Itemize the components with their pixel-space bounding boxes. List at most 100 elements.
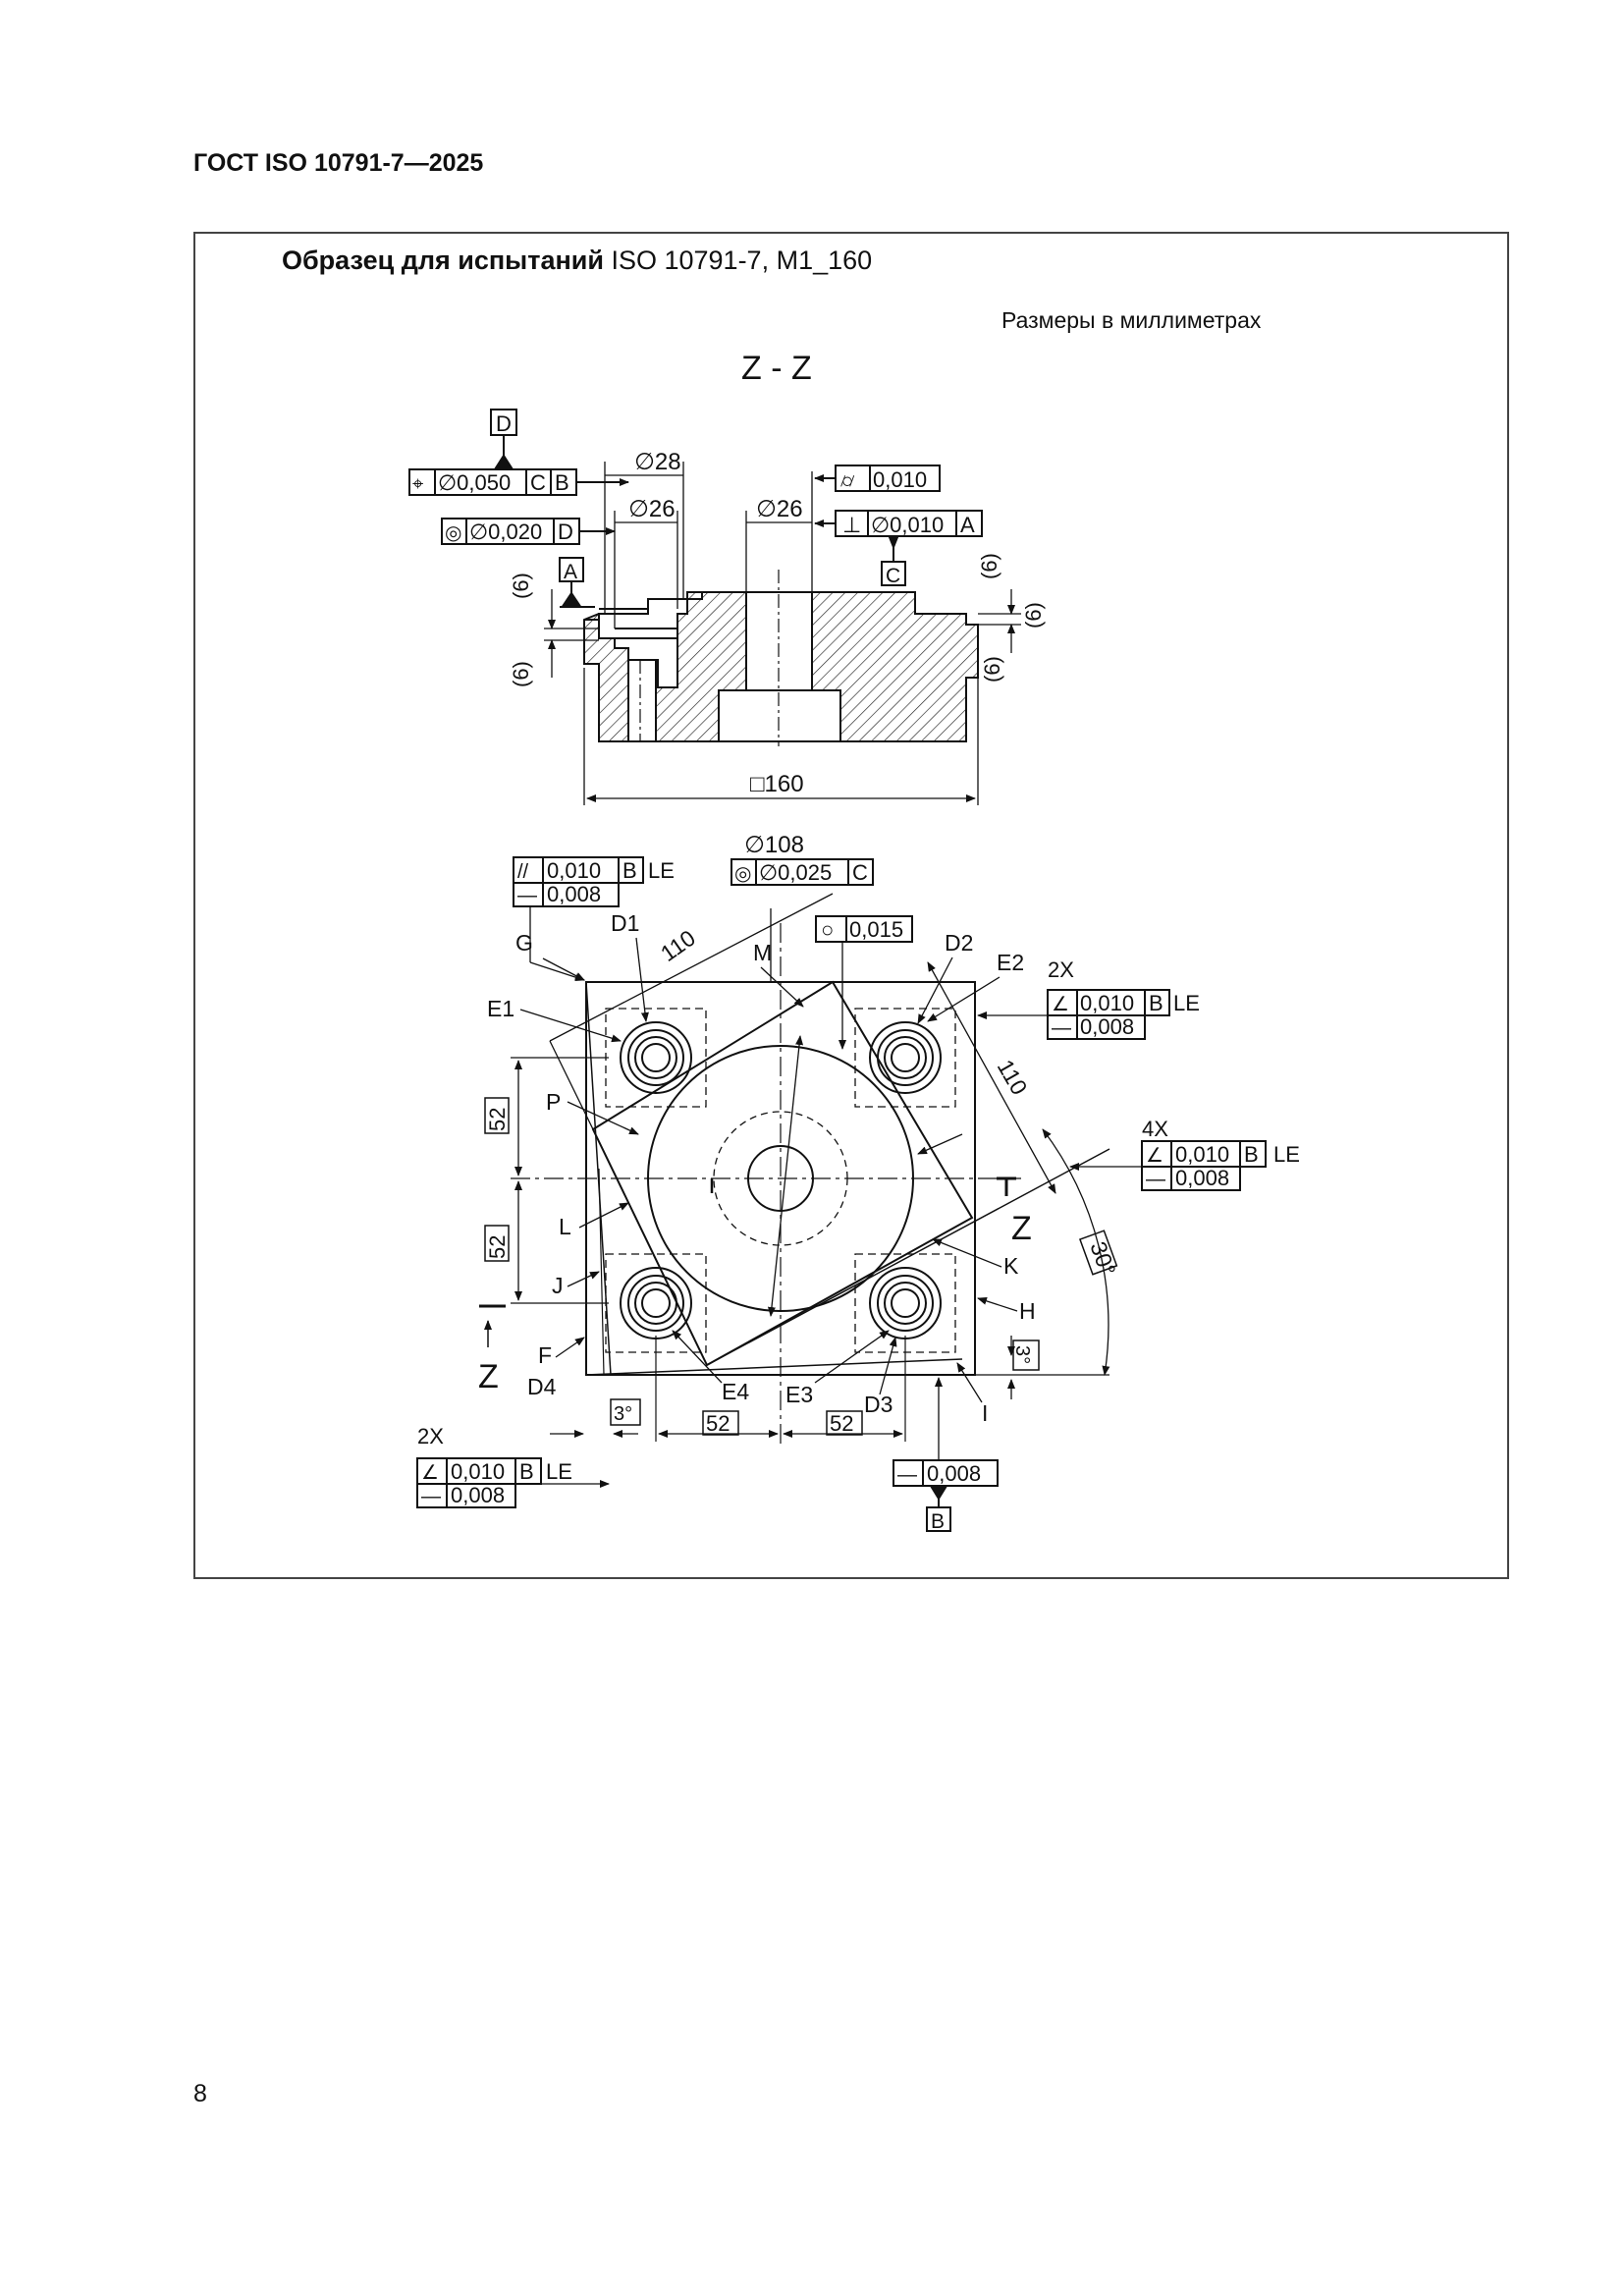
dim-52-bottom-right: 52: [826, 1410, 863, 1436]
dim-6-right-mid: (6): [1021, 602, 1046, 629]
svg-text:C: C: [530, 470, 546, 495]
svg-text:0,008: 0,008: [1080, 1014, 1134, 1039]
label-e4: E4: [722, 1379, 749, 1404]
fcf-right-2x-count: 2X: [1048, 957, 1074, 982]
label-p: P: [546, 1089, 561, 1115]
svg-text:0,015: 0,015: [849, 917, 903, 942]
dim-6-left-bottom: (6): [509, 661, 533, 687]
section-view: Z - Z D ⌖ ∅0,050 C B ◎: [408, 350, 1046, 805]
fcf-right-4x: ∠ 0,010 B LE — 0,008: [1141, 1140, 1300, 1191]
document-header: ГОСТ ISO 10791-7—2025: [193, 149, 484, 177]
svg-text:A: A: [960, 513, 975, 537]
label-f: F: [538, 1342, 552, 1368]
dim-d28: ∅28: [634, 449, 681, 475]
svg-text:—: —: [517, 885, 537, 906]
dim-6-right-top: (6): [977, 553, 1001, 579]
dim-d108: ∅108: [744, 832, 804, 858]
svg-text:B: B: [1244, 1142, 1259, 1167]
svg-text:LE: LE: [546, 1459, 572, 1484]
fcf-roundness: ○ 0,015: [815, 915, 913, 943]
label-d2: D2: [945, 930, 973, 956]
svg-text:0,010: 0,010: [547, 858, 601, 883]
svg-text:0,008: 0,008: [547, 882, 601, 906]
svg-text:LE: LE: [648, 858, 675, 883]
dim-52-bottom-left: 52: [702, 1410, 739, 1436]
datum-b: B: [931, 1510, 945, 1533]
svg-text:⌖: ⌖: [412, 473, 423, 495]
svg-text:52: 52: [485, 1235, 510, 1259]
dim-3deg-right: 3°: [1011, 1339, 1040, 1371]
bottom-pocket: [718, 689, 841, 742]
label-h: H: [1019, 1298, 1036, 1324]
svg-text:∠: ∠: [1052, 994, 1069, 1015]
dim-6-left-top: (6): [509, 573, 533, 599]
fcf-bottom: — 0,008: [893, 1459, 999, 1487]
svg-text:—: —: [421, 1486, 441, 1507]
section-mark-left: Z: [478, 1358, 499, 1395]
datum-c: C: [886, 565, 900, 587]
hole-d2: [869, 1021, 942, 1094]
svg-text:⌭: ⌭: [840, 470, 855, 492]
fcf-right-2x: ∠ 0,010 B LE — 0,008: [1047, 989, 1200, 1040]
fcf-straightness-top: — 0,008: [513, 882, 620, 907]
svg-text:∅0,050: ∅0,050: [438, 470, 511, 495]
fcf-parallel: // 0,010 B LE: [513, 856, 675, 884]
svg-text:B: B: [1149, 991, 1163, 1015]
svg-text:⊥: ⊥: [842, 513, 861, 537]
fcf-left-2x-count: 2X: [417, 1424, 444, 1449]
fcf-cylindricity: ⌭ 0,010: [835, 465, 941, 492]
fcf-position: ⌖ ∅0,050 C B: [408, 468, 577, 496]
svg-text:∅0,020: ∅0,020: [469, 519, 542, 544]
label-k: K: [1003, 1253, 1019, 1279]
svg-text:—: —: [1052, 1017, 1071, 1039]
label-d1: D1: [611, 910, 639, 936]
title-bold: Образец для испытаний: [282, 246, 604, 275]
dim-30deg: 30°: [1085, 1238, 1120, 1280]
fcf-center-concentric: ◎ ∅0,025 C: [730, 858, 874, 886]
svg-text:0,010: 0,010: [451, 1459, 505, 1484]
svg-text://: //: [517, 861, 529, 883]
title-rest: ISO 10791-7, M1_160: [603, 246, 873, 275]
svg-text:LE: LE: [1273, 1142, 1300, 1167]
svg-text:D: D: [558, 519, 573, 544]
dim-160: □160: [750, 771, 804, 797]
svg-text:0,008: 0,008: [1175, 1166, 1229, 1190]
dim-110-top: 110: [656, 925, 700, 966]
label-e3: E3: [785, 1382, 813, 1407]
label-j: J: [552, 1273, 564, 1298]
fcf-left-2x: ∠ 0,010 B LE — 0,008: [416, 1457, 572, 1508]
feature-labels: G D1 M D2 E2 E1 P L J F D4 E4 E3 D3 I H …: [487, 910, 1036, 1426]
svg-text:B: B: [555, 470, 569, 495]
fcf-perpendicular: ⊥ ∅0,010 A: [835, 510, 983, 537]
section-mark-right: Z: [1011, 1210, 1032, 1247]
svg-text:○: ○: [821, 917, 834, 942]
svg-text:0,008: 0,008: [927, 1461, 981, 1486]
label-l: L: [559, 1214, 571, 1239]
label-d3: D3: [864, 1392, 893, 1417]
plan-view: 30° 110 110 52 52 52: [416, 832, 1300, 1533]
page-number: 8: [193, 2080, 207, 2107]
svg-text:◎: ◎: [445, 522, 461, 544]
svg-text:0,008: 0,008: [451, 1483, 505, 1507]
dim-6-right-bottom: (6): [980, 656, 1004, 683]
svg-text:0,010: 0,010: [1175, 1142, 1229, 1167]
units-note: Размеры в миллиметрах: [1001, 307, 1262, 333]
svg-text:0,010: 0,010: [1080, 991, 1134, 1015]
svg-text:3°: 3°: [1011, 1345, 1033, 1364]
svg-text:◎: ◎: [734, 863, 751, 885]
dim-3deg-bottom: 3°: [610, 1398, 641, 1426]
label-g: G: [515, 930, 533, 956]
datum-d: D: [496, 411, 512, 436]
svg-text:B: B: [519, 1459, 534, 1484]
svg-text:—: —: [897, 1464, 917, 1486]
label-e2: E2: [997, 950, 1024, 975]
label-e1: E1: [487, 996, 514, 1021]
hole-d3: [869, 1267, 942, 1339]
dim-d26-center: ∅26: [756, 496, 803, 522]
svg-text:∠: ∠: [1146, 1145, 1163, 1167]
svg-text:LE: LE: [1173, 991, 1200, 1015]
section-label: Z - Z: [741, 350, 812, 387]
label-d4: D4: [527, 1374, 557, 1399]
svg-text:C: C: [852, 860, 868, 885]
